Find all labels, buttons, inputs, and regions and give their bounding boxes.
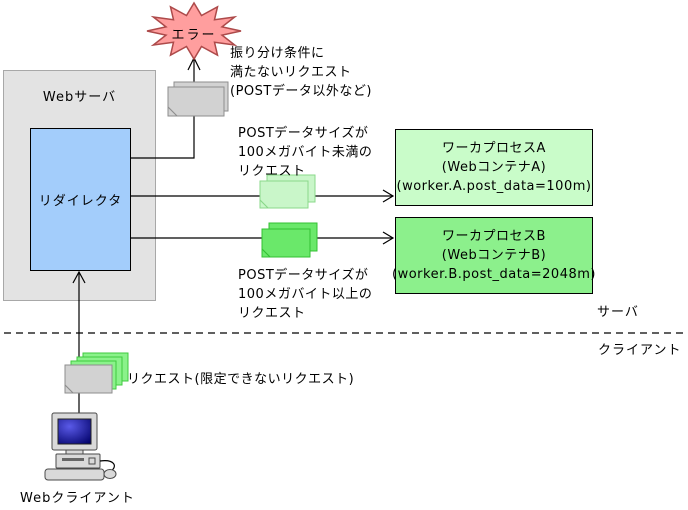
green-request-documents-icon (261, 222, 318, 258)
worker-a-title: ワーカプロセスA (442, 141, 546, 156)
worker-a-subtitle: (WebコンテナA) (441, 160, 547, 175)
web-client-label: Webクライアント (20, 491, 135, 506)
redirector-box: リダイレクタ (30, 128, 131, 271)
server-zone-label: サーバ (597, 305, 639, 320)
error-label: エラー (171, 28, 217, 43)
mouse-cable (99, 460, 115, 472)
worker-b-arrowhead-icon (382, 231, 395, 245)
worker-b-subtitle: (WebコンテナB) (441, 248, 547, 263)
error-arrowhead-icon (187, 56, 201, 71)
web-server-label: Webサーバ (42, 90, 117, 105)
worker-a-config: (worker.A.post_data=100m) (396, 179, 592, 194)
note-post-under-100m: POSTデータサイズが 100メガバイト未満の リクエスト (238, 126, 373, 179)
worker-a-arrowhead-icon (382, 189, 395, 203)
note-client-request: リクエスト(限定できないリクエスト) (127, 372, 355, 387)
client-request-documents-icon (64, 352, 129, 394)
redirector-label: リダイレクタ (38, 194, 123, 209)
gray-request-documents-icon (167, 81, 229, 117)
worker-b-title: ワーカプロセスB (442, 229, 546, 244)
note-unmatched-requests: 振り分け条件に 満たないリクエスト (POSTデータ以外など) (230, 46, 372, 99)
client-zone-label: クライアント (598, 343, 682, 358)
worker-process-a-box: ワーカプロセスA (WebコンテナA) (worker.A.post_data=… (395, 129, 593, 206)
worker-process-b-box: ワーカプロセスB (WebコンテナB) (worker.B.post_data=… (392, 217, 596, 294)
worker-b-config: (worker.B.post_data=2048m) (392, 267, 596, 282)
note-post-over-100m: POSTデータサイズが 100メガバイト以上の リクエスト (238, 268, 373, 321)
desktop-computer-icon (44, 412, 117, 481)
